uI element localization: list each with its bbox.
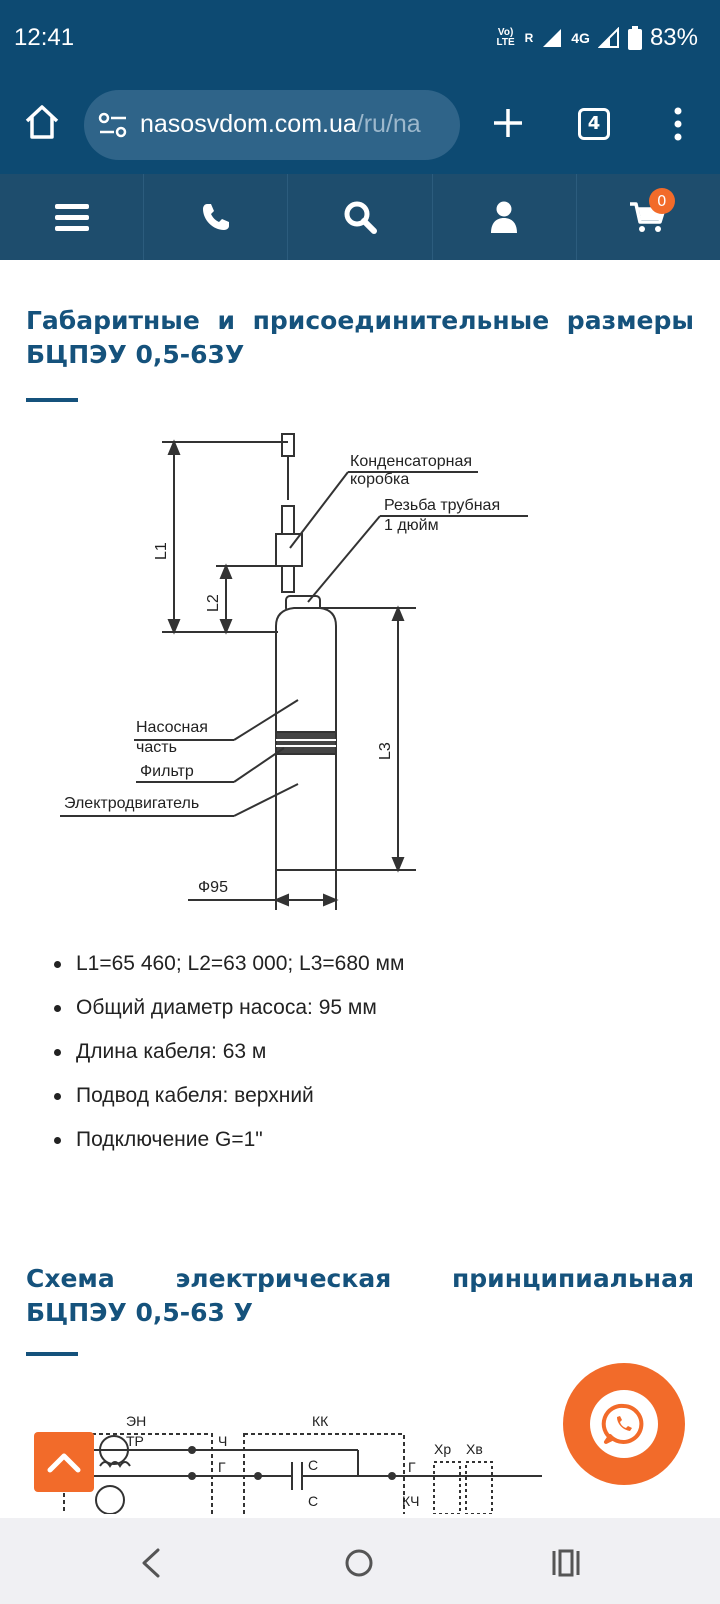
schematic-heading: Схема электрическая принципиальная БЦПЭУ…: [26, 1264, 694, 1327]
list-item: Длина кабеля: 63 м: [50, 1038, 690, 1082]
label-filter: Фильтр: [140, 763, 194, 780]
list-item: L1=65 460; L2=63 000; L3=680 мм: [50, 950, 690, 994]
schematic-label-xv: Хв: [466, 1441, 483, 1457]
label-pump-1: Насосная: [136, 719, 208, 736]
schematic-label-ch: Ч: [218, 1433, 227, 1449]
label-motor: Электродвигатель: [64, 795, 199, 812]
schematic-label-en: ЭН: [126, 1413, 146, 1429]
cart-count-badge: 0: [648, 188, 675, 214]
schematic-label-kch: КЧ: [402, 1493, 420, 1509]
label-thread-1: Резьба трубная: [384, 497, 500, 514]
whatsapp-chat-button[interactable]: [563, 1363, 685, 1485]
status-icons: Vo) LTE R 4G 83%: [495, 24, 698, 52]
signal-icon: [543, 29, 562, 47]
menu-button[interactable]: [0, 174, 145, 260]
heading-underline-2: [26, 1352, 78, 1356]
browser-toolbar: nasosvdom.com.ua/ru/na 4: [0, 78, 720, 174]
whatsapp-icon-bg: [590, 1390, 658, 1458]
filter-band: [275, 731, 337, 755]
list-item: Подключение G=1": [50, 1126, 690, 1170]
search-icon: [344, 201, 377, 234]
list-item: Подвод кабеля: верхний: [50, 1082, 690, 1126]
status-time: 12:41: [14, 24, 75, 51]
list-item: Общий диаметр насоса: 95 мм: [50, 994, 690, 1038]
signal-icon-2: [597, 27, 619, 48]
spec-list: L1=65 460; L2=63 000; L3=680 мм Общий ди…: [50, 950, 690, 1170]
hamburger-icon: [54, 204, 89, 231]
search-button[interactable]: [288, 174, 433, 260]
new-tab-icon[interactable]: [488, 103, 528, 143]
chevron-up-icon: [47, 1453, 81, 1473]
scroll-to-top-button[interactable]: [34, 1432, 94, 1492]
site-settings-icon[interactable]: [98, 111, 128, 139]
schematic-label-kk: КК: [312, 1413, 329, 1429]
tab-switcher-button[interactable]: 4: [578, 108, 610, 140]
schematic-label-xp: Хр: [434, 1441, 451, 1457]
schematic-label-g2: Г: [408, 1459, 416, 1475]
system-navigation-bar: [0, 1518, 720, 1604]
home-circle-icon[interactable]: [344, 1548, 374, 1578]
cable-lower-segment: [281, 565, 295, 593]
cart-button[interactable]: 0: [577, 174, 720, 260]
address-bar[interactable]: nasosvdom.com.ua/ru/na: [84, 90, 460, 160]
schematic-label-c2: С: [308, 1493, 318, 1509]
account-button[interactable]: [433, 174, 577, 260]
phone-icon: [202, 204, 229, 230]
electrical-schematic: ЭН КК ТР Ч Г С С Г КЧ Хр Хв: [63, 1413, 542, 1514]
whatsapp-icon: [601, 1403, 644, 1444]
roaming-label: R: [524, 31, 534, 45]
more-menu-icon[interactable]: [670, 106, 686, 142]
home-icon[interactable]: [22, 102, 62, 142]
cable-top-connector: [281, 433, 295, 457]
recents-icon[interactable]: [550, 1548, 582, 1578]
label-capacitor-2: коробка: [350, 471, 409, 488]
label-diameter: Ф95: [198, 879, 228, 896]
pump-dimension-diagram: Конденсаторная коробка Резьба трубная 1 …: [60, 433, 528, 910]
volte-icon: Vo) LTE: [496, 27, 515, 48]
status-bar: 12:41 Vo) LTE R 4G 83%: [0, 0, 720, 78]
label-l1: L1: [153, 542, 170, 560]
schematic-label-tr: ТР: [126, 1433, 144, 1449]
user-icon: [491, 201, 518, 233]
cable-segment: [281, 505, 295, 535]
network-type-label: 4G: [571, 30, 590, 46]
schematic-label-c1: С: [308, 1457, 318, 1473]
heading-underline: [26, 398, 78, 402]
label-capacitor-1: Конденсаторная: [350, 453, 472, 470]
label-l2: L2: [205, 594, 222, 612]
battery-level: 83%: [649, 24, 698, 51]
phone-button[interactable]: [144, 174, 289, 260]
label-pump-2: часть: [136, 739, 177, 756]
url-text[interactable]: nasosvdom.com.ua/ru/na: [140, 110, 421, 138]
back-icon[interactable]: [138, 1548, 164, 1578]
schematic-label-g1: Г: [218, 1459, 226, 1475]
dimensions-heading: Габаритные и присоединительные размеры Б…: [26, 306, 694, 369]
battery-icon: [627, 26, 642, 50]
site-navigation: 0: [0, 174, 720, 260]
label-l3: L3: [377, 742, 394, 760]
label-thread-2: 1 дюйм: [384, 517, 439, 534]
